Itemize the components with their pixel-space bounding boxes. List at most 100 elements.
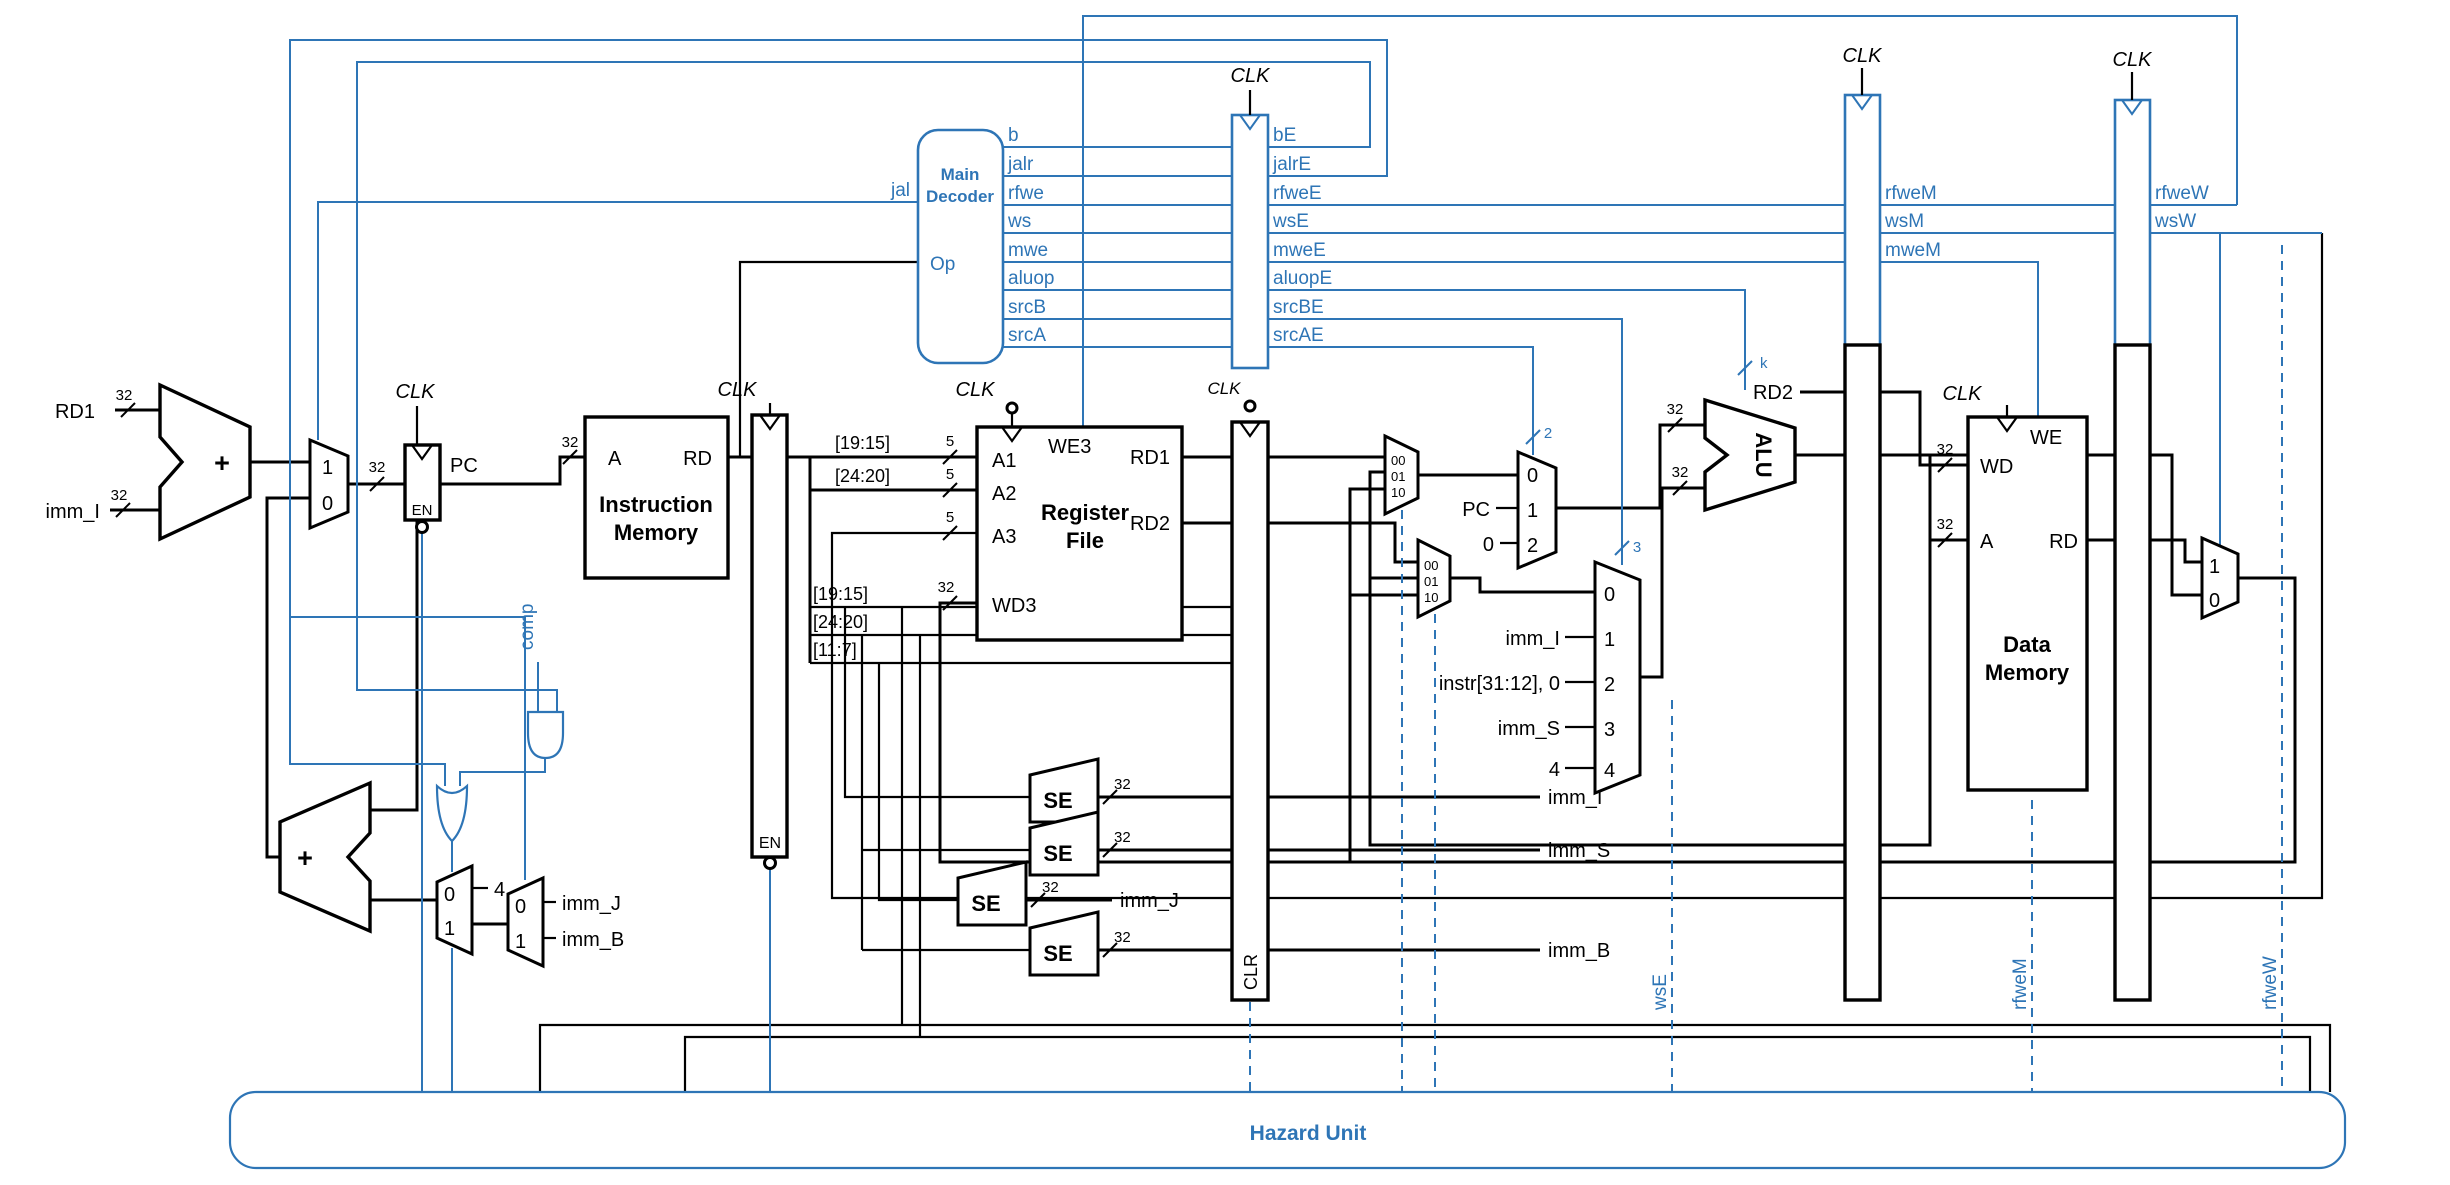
pcsrc-1: 1 xyxy=(322,457,333,479)
im-a-port: A xyxy=(608,448,622,470)
dm-we-port: WE xyxy=(2030,427,2062,449)
adder-branch-target xyxy=(158,382,252,542)
dm-rd-port: RD xyxy=(2049,531,2078,553)
adder-pc-plus xyxy=(278,780,372,934)
dm-clk-notch xyxy=(1996,416,2018,433)
sig-b: b xyxy=(1008,125,1019,146)
wb-1: 1 xyxy=(2209,556,2220,578)
blocks xyxy=(158,68,2347,1170)
sig-mweM: mweM xyxy=(1885,240,1941,261)
rf-a2-port: A2 xyxy=(992,483,1016,505)
wire-srcBE xyxy=(1268,318,1623,565)
wire-wsw-return xyxy=(830,233,2324,900)
wire-mweM xyxy=(1880,261,2039,417)
pcsrc-mux xyxy=(308,437,350,531)
immB-bus-label: imm_B xyxy=(1548,940,1610,962)
sign-extend-j xyxy=(956,860,1028,927)
pcsrc-0: 0 xyxy=(322,493,333,515)
w5-a3: 5 xyxy=(946,509,954,526)
sig-wsM: wsM xyxy=(1884,211,1924,232)
field-19-15-a: [19:15] xyxy=(835,433,890,453)
wire-aluopE xyxy=(1268,289,1746,390)
se1-label: SE xyxy=(1043,788,1072,813)
wire-aluoutW xyxy=(2150,453,2202,597)
and-gate xyxy=(526,710,565,760)
slash-rd1 xyxy=(120,402,136,418)
sig-aluop: aluop xyxy=(1008,268,1055,289)
wire-and-out xyxy=(459,758,546,786)
slash-srcbe xyxy=(1614,540,1630,556)
w32-se4: 32 xyxy=(1114,929,1131,946)
plus4-offset-mux xyxy=(435,863,474,957)
rd2-store-label: RD2 xyxy=(1753,382,1793,404)
w32-se2: 32 xyxy=(1114,829,1131,846)
slash-a1 xyxy=(942,449,958,465)
wire-srcA xyxy=(1556,423,1705,510)
wire-rd2 xyxy=(1182,521,1418,564)
slash-a2 xyxy=(942,482,958,498)
pc-en-label: EN xyxy=(412,502,433,519)
fwdA-10: 10 xyxy=(1391,485,1405,500)
main-decoder-block xyxy=(916,128,1005,365)
slash-a3 xyxy=(942,525,958,541)
w32-dma: 32 xyxy=(1937,516,1954,533)
slash-dmwd xyxy=(1937,457,1953,473)
w32-se3: 32 xyxy=(1042,879,1059,896)
immS-bus-label: imm_S xyxy=(1548,840,1610,862)
sign-extend-s xyxy=(1028,810,1100,877)
w3-srcbe: 3 xyxy=(1633,539,1641,556)
hazard-unit-label: Hazard Unit xyxy=(1250,1122,1367,1145)
immjb-1: 1 xyxy=(515,931,526,953)
wire-se1-in xyxy=(843,607,1030,799)
ereg-clk-bubble xyxy=(1243,399,1257,413)
bus-width-marks xyxy=(115,402,1953,958)
immj-choice-label: imm_J xyxy=(562,893,621,915)
mux4-1: 1 xyxy=(444,918,455,940)
wire-pc-tap-adder2 xyxy=(370,484,419,812)
slash-srcae xyxy=(1525,429,1541,445)
or-gate xyxy=(435,783,469,843)
ifid-clk-label: CLK xyxy=(718,379,759,401)
pc-en-bubble xyxy=(415,520,429,534)
execute-control-register xyxy=(1230,113,1270,370)
decoder-name-2: Decoder xyxy=(926,187,994,206)
srcb-immI-label: imm_I xyxy=(1506,628,1560,650)
srcb-instr-upper-label: instr[31:12], 0 xyxy=(1439,673,1560,695)
sig-rfweW: rfweW xyxy=(2155,183,2209,204)
srca-1: 1 xyxy=(1527,500,1538,522)
rf-name-2: File xyxy=(1066,528,1104,553)
wsE-hazard-label: wsE xyxy=(1650,974,1671,1011)
ectrl-clk-label: CLK xyxy=(1231,65,1272,87)
sig-srca: srcA xyxy=(1008,325,1046,346)
slash-aluk xyxy=(1737,360,1753,376)
rf-clk-bubble xyxy=(1005,401,1019,415)
field-24-20-b: [24:20] xyxy=(813,612,868,632)
op-label: Op xyxy=(930,254,955,275)
sign-extend-b xyxy=(1028,910,1100,977)
rf-name-1: Register xyxy=(1041,500,1129,525)
sig-srcb: srcB xyxy=(1008,297,1046,318)
sig-mwe: mwe xyxy=(1008,240,1048,261)
sig-jalr: jalr xyxy=(1007,154,1034,175)
w5-a2: 5 xyxy=(946,466,954,483)
rf-wd3-port: WD3 xyxy=(992,595,1036,617)
field-19-15-b: [19:15] xyxy=(813,584,868,604)
sig-wsE: wsE xyxy=(1272,211,1309,232)
sig-bE: bE xyxy=(1273,125,1296,146)
wb-0: 0 xyxy=(2209,590,2220,612)
sig-ws: ws xyxy=(1007,211,1031,232)
rf-clk-label: CLK xyxy=(956,379,997,401)
forward-mux-a xyxy=(1383,433,1420,517)
wire-hazard-bus2 xyxy=(683,1035,2312,1092)
fwdB-10: 10 xyxy=(1424,590,1438,605)
srca-2: 2 xyxy=(1527,535,1538,557)
memory-control-register xyxy=(1843,93,1882,347)
immj-immb-mux xyxy=(506,875,545,969)
srca-zero-label: 0 xyxy=(1483,534,1494,556)
alu-label: ALU xyxy=(1751,432,1776,477)
ifid-en-label: EN xyxy=(759,835,781,852)
writeback-control-register xyxy=(2113,98,2152,347)
wctrl-clk-notch xyxy=(2121,99,2143,116)
wire-fwd-alum xyxy=(1368,470,1932,847)
